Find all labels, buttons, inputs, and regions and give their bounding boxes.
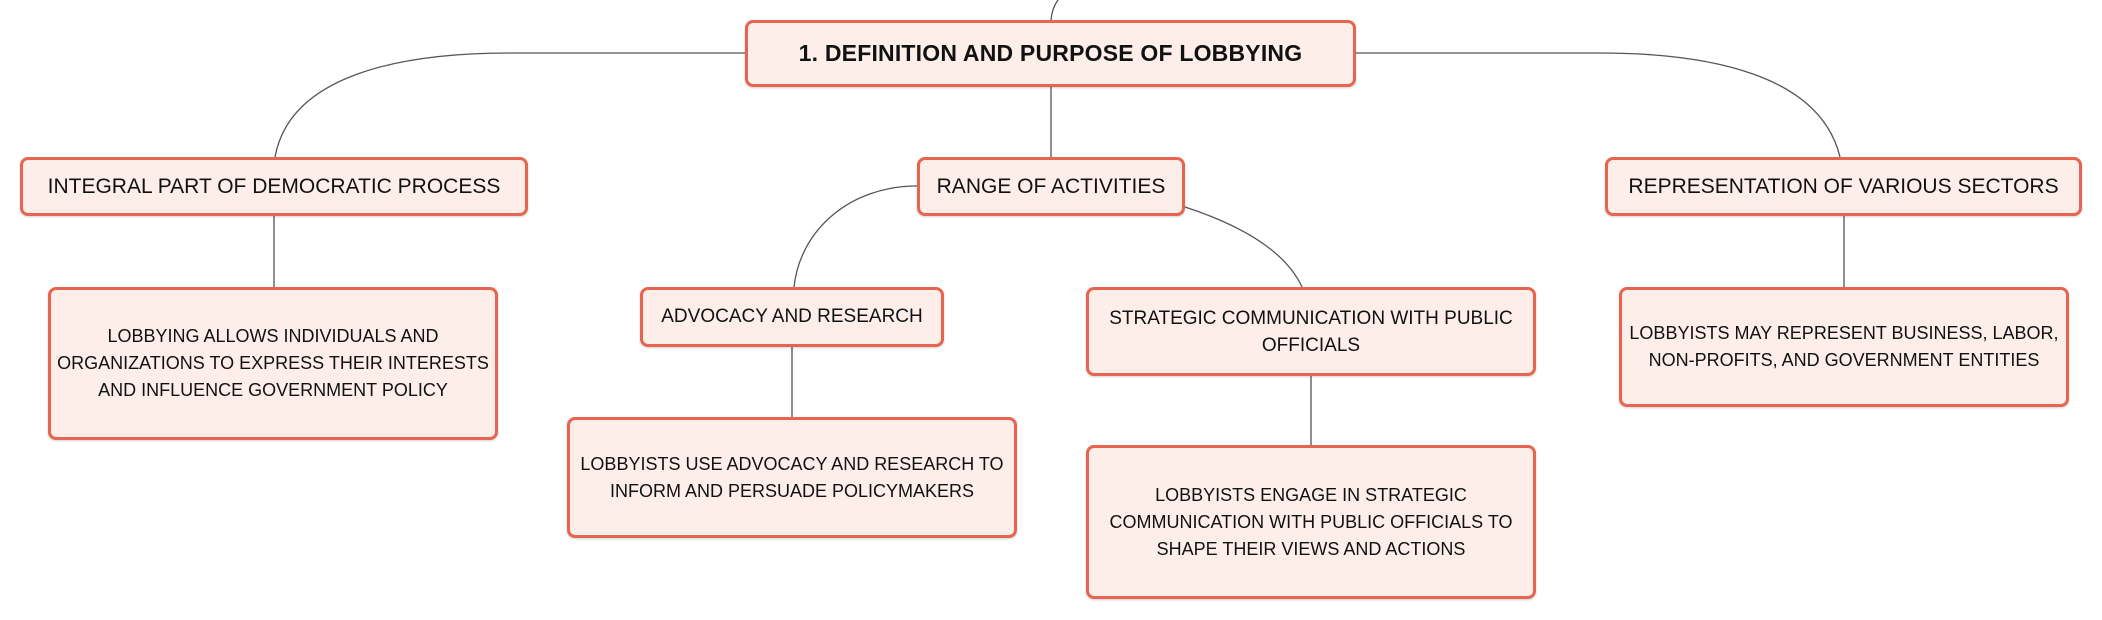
connector-activities-to-advocacy [793, 185, 918, 288]
branch-democratic-process[interactable]: INTEGRAL PART OF DEMOCRATIC PROCESS [20, 157, 528, 216]
detail-strategic-communication[interactable]: LOBBYISTS ENGAGE IN STRATEGIC COMMUNICAT… [1086, 445, 1536, 599]
root-node[interactable]: 1. DEFINITION AND PURPOSE OF LOBBYING [745, 20, 1356, 87]
detail-advocacy-research[interactable]: LOBBYISTS USE ADVOCACY AND RESEARCH TO I… [567, 417, 1017, 538]
branch-various-sectors[interactable]: REPRESENTATION OF VARIOUS SECTORS [1605, 157, 2082, 216]
connector-parent-to-root [1050, 0, 1059, 21]
detail-various-sectors[interactable]: LOBBYISTS MAY REPRESENT BUSINESS, LABOR,… [1619, 287, 2069, 407]
sub-strategic-communication[interactable]: STRATEGIC COMMUNICATION WITH PUBLIC OFFI… [1086, 287, 1536, 376]
detail-democratic-process[interactable]: LOBBYING ALLOWS INDIVIDUALS AND ORGANIZA… [48, 287, 498, 440]
branch-range-of-activities[interactable]: RANGE OF ACTIVITIES [917, 157, 1185, 216]
connector-activities-to-communication [1184, 206, 1303, 288]
sub-advocacy-research[interactable]: ADVOCACY AND RESEARCH [640, 287, 944, 347]
connector-root-to-sectors [1356, 52, 1841, 158]
connector-root-to-democratic [274, 52, 745, 158]
